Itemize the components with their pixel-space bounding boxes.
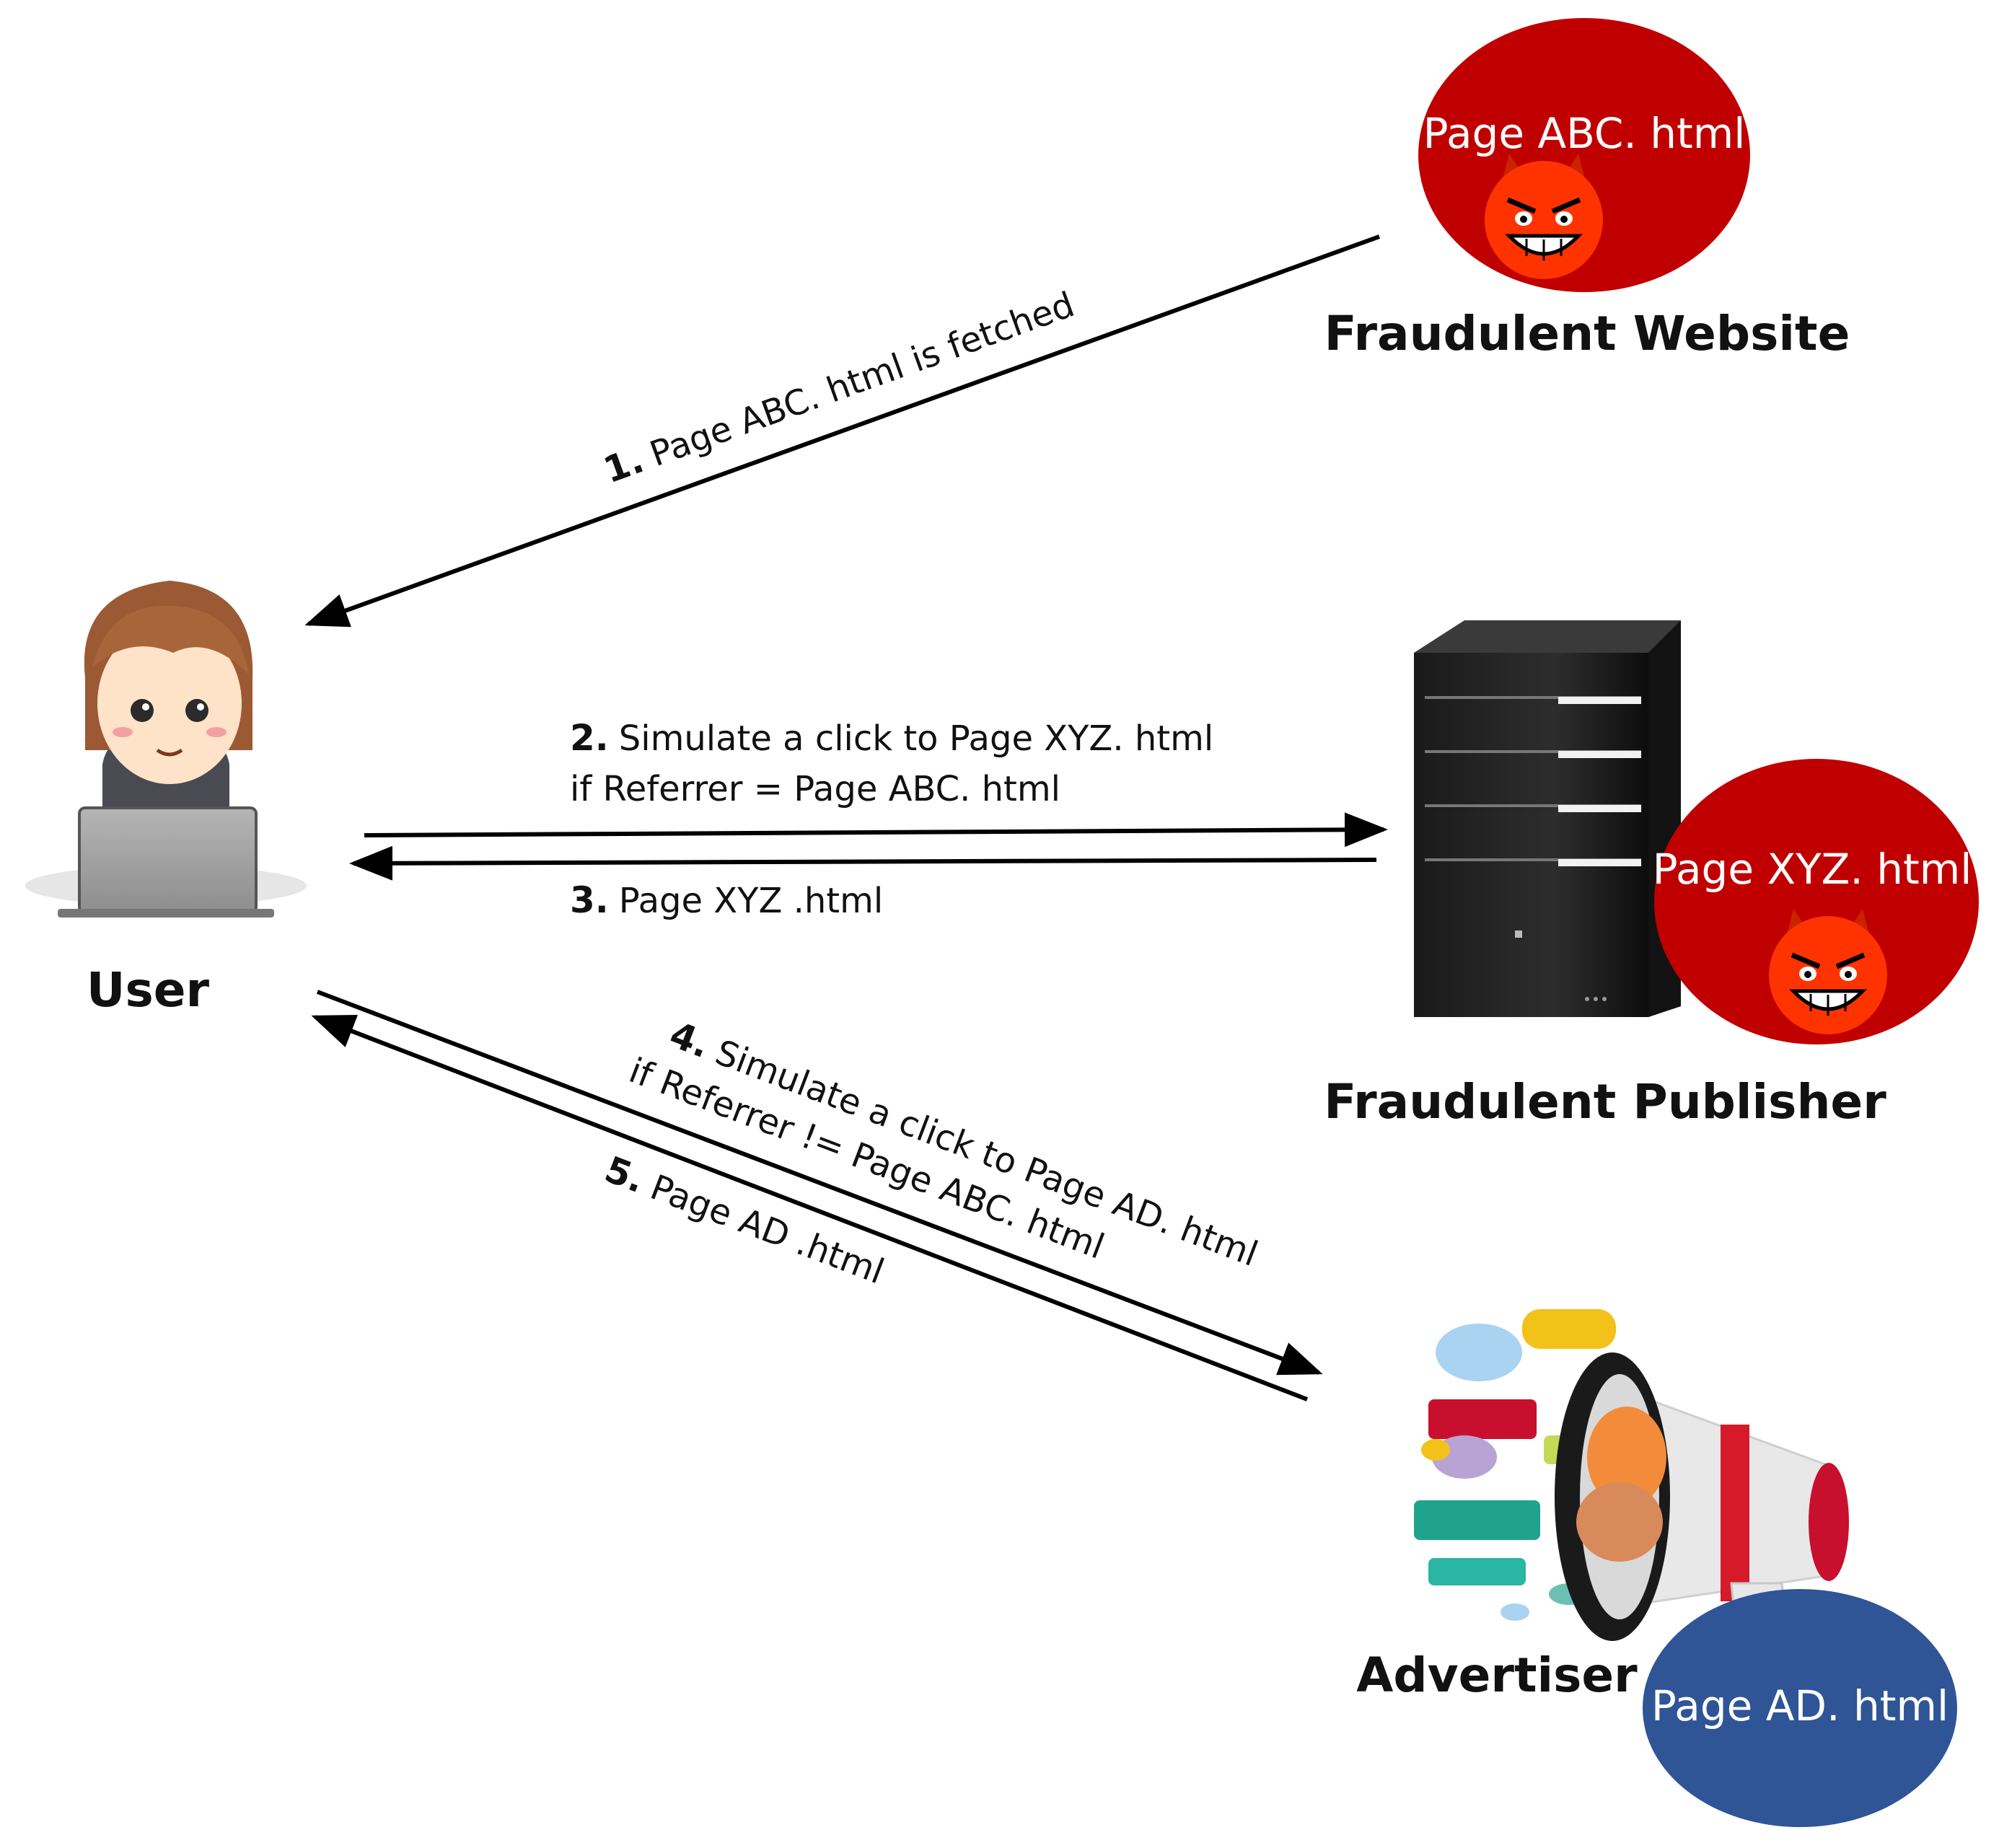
devil-face-icon	[1769, 909, 1887, 1034]
step-3-label: 3.Page XYZ .html	[570, 879, 883, 921]
step-5-number: 5.	[599, 1148, 651, 1201]
advertiser-node: Advertiser Page AD. html	[1356, 1309, 1957, 1827]
arrow-step-4	[316, 990, 1323, 1376]
svg-text:2.Simulate a click to Page XYZ: 2.Simulate a click to Page XYZ. html	[570, 717, 1213, 759]
step-1-text: Page ABC. html is fetched	[645, 284, 1080, 475]
server-tower-icon	[1414, 620, 1681, 1017]
step-4-number: 4.	[664, 1013, 716, 1066]
step-4-label: 4.Simulate a click to Page AD. html if R…	[624, 1013, 1263, 1275]
advertiser-label: Advertiser	[1356, 1647, 1638, 1703]
page-ad-bubble	[1643, 1589, 1957, 1827]
arrow-step-2	[364, 812, 1388, 848]
step-1-label: 1.Page ABC. html is fetched	[598, 283, 1079, 491]
arrow-step-3	[349, 845, 1377, 881]
page-ad-bubble-label: Page AD. html	[1651, 1681, 1949, 1730]
fraudulent-website-label: Fraudulent Website	[1324, 306, 1850, 361]
step-5-text: Page AD .html	[645, 1167, 889, 1292]
arrow-step-5	[311, 1015, 1309, 1402]
user-label: User	[87, 962, 210, 1018]
step-2-label: 2.Simulate a click to Page XYZ. html if …	[570, 717, 1213, 809]
fraudulent-publisher-label: Fraudulent Publisher	[1324, 1074, 1886, 1130]
user-laptop-icon	[25, 581, 307, 918]
svg-text:1.Page ABC. html is fetched: 1.Page ABC. html is fetched	[598, 283, 1079, 491]
page-xyz-bubble	[1654, 759, 1979, 1044]
page-xyz-bubble-label: Page XYZ. html	[1653, 845, 1972, 894]
user-node: User	[25, 581, 307, 1018]
step-3-text: Page XYZ .html	[619, 881, 883, 921]
devil-face-icon	[1485, 154, 1603, 279]
arrow-step-1	[304, 234, 1381, 628]
svg-text:3.Page XYZ .html: 3.Page XYZ .html	[570, 879, 883, 921]
step-1-number: 1.	[598, 439, 649, 491]
step-2-text: Simulate a click to Page XYZ. html	[619, 718, 1213, 759]
page-abc-bubble-label: Page ABC. html	[1423, 109, 1746, 158]
fraudulent-publisher-node: Page XYZ. html Fraudulent Publisher	[1324, 620, 1979, 1130]
step-2-number: 2.	[570, 717, 609, 759]
step-2-condition: if Referrer = Page ABC. html	[570, 769, 1060, 809]
step-3-number: 3.	[570, 879, 609, 921]
fraudulent-website-node: Page ABC. html Fraudulent Website	[1324, 18, 1850, 361]
